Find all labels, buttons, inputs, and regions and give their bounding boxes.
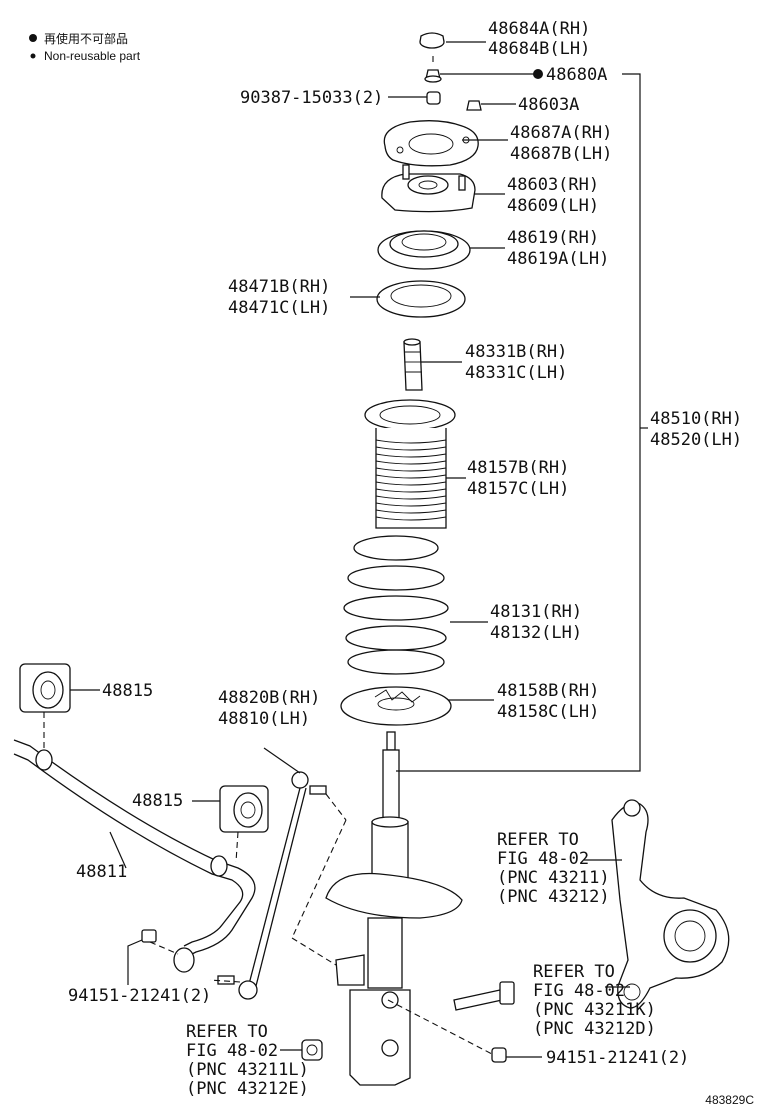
plate-48687-icon xyxy=(383,120,479,167)
lower-insulator-48158-icon xyxy=(340,686,452,726)
non-reusable-dot-icon xyxy=(30,53,36,59)
label-48815-lower[interactable]: 48815 xyxy=(132,791,183,811)
refer3-line2: FIG 48-02 xyxy=(186,1041,278,1061)
label-48687a[interactable]: 48687A(RH) xyxy=(510,123,612,143)
refer1-line3: (PNC 43211) xyxy=(497,868,610,888)
nut-94151-right-icon xyxy=(491,1047,507,1063)
label-48684b[interactable]: 48684B(LH) xyxy=(488,39,590,59)
part-labels: 48684A(RH) 48684B(LH) 48680A 90387-15033… xyxy=(68,19,742,1068)
refer-block-3[interactable]: REFER TO FIG 48-02 (PNC 43211L) (PNC 432… xyxy=(186,1022,309,1099)
nut-refer3-icon xyxy=(301,1039,323,1061)
label-48820b[interactable]: 48820B(RH) xyxy=(218,688,320,708)
legend-jp: 再使用不可部品 xyxy=(44,31,128,46)
label-94151-right[interactable]: 94151-21241(2) xyxy=(546,1048,689,1068)
figure-code: 483829C xyxy=(705,1093,754,1107)
label-48684a[interactable]: 48684A(RH) xyxy=(488,19,590,39)
label-48680a[interactable]: 48680A xyxy=(546,65,607,85)
dust-boot-48157-icon xyxy=(364,399,456,529)
bushing-48815-upper-icon xyxy=(19,663,71,713)
label-48158b[interactable]: 48158B(RH) xyxy=(497,681,599,701)
collar-90387-icon xyxy=(426,91,441,105)
knuckle-bolt-icon xyxy=(453,981,515,1011)
stabilizer-bar-48811-icon xyxy=(13,739,256,959)
label-48609[interactable]: 48609(LH) xyxy=(507,196,599,216)
legend: 再使用不可部品 Non-reusable part xyxy=(29,31,141,63)
label-48520[interactable]: 48520(LH) xyxy=(650,430,742,450)
support-48603-icon xyxy=(381,164,476,213)
coil-spring-48131-icon xyxy=(343,535,449,675)
label-48331c[interactable]: 48331C(LH) xyxy=(465,363,567,383)
bumper-48331-icon xyxy=(403,338,423,391)
shock-absorber-icon xyxy=(325,731,463,1086)
refer3-line1: REFER TO xyxy=(186,1022,268,1042)
label-48131[interactable]: 48131(RH) xyxy=(490,602,582,622)
bearing-48619-icon xyxy=(377,230,471,270)
label-48471b[interactable]: 48471B(RH) xyxy=(228,277,330,297)
refer1-line1: REFER TO xyxy=(497,830,579,850)
refer1-line2: FIG 48-02 xyxy=(497,849,589,869)
label-48471c[interactable]: 48471C(LH) xyxy=(228,298,330,318)
label-94151-left[interactable]: 94151-21241(2) xyxy=(68,986,211,1006)
stabilizer-link-48820-icon xyxy=(217,771,327,1000)
refer3-line3: (PNC 43211L) xyxy=(186,1060,309,1080)
label-48132[interactable]: 48132(LH) xyxy=(490,623,582,643)
label-48687b[interactable]: 48687B(LH) xyxy=(510,144,612,164)
label-48811[interactable]: 48811 xyxy=(76,862,127,882)
refer2-line1: REFER TO xyxy=(533,962,615,982)
nut-48603a-icon xyxy=(466,100,482,111)
refer2-line3: (PNC 43211K) xyxy=(533,1000,656,1020)
label-48510[interactable]: 48510(RH) xyxy=(650,409,742,429)
refer2-line2: FIG 48-02 xyxy=(533,981,625,1001)
label-48157c[interactable]: 48157C(LH) xyxy=(467,479,569,499)
legend-en: Non-reusable part xyxy=(44,49,141,63)
bushing-48815-lower-icon xyxy=(219,785,269,833)
label-48815-upper[interactable]: 48815 xyxy=(102,681,153,701)
leader-lines xyxy=(43,41,648,1058)
label-90387[interactable]: 90387-15033(2) xyxy=(240,88,383,108)
label-48603a[interactable]: 48603A xyxy=(518,95,579,115)
label-48158c[interactable]: 48158C(LH) xyxy=(497,702,599,722)
refer1-line4: (PNC 43212) xyxy=(497,887,610,907)
nut-48680a-icon xyxy=(424,69,442,83)
refer-block-1[interactable]: REFER TO FIG 48-02 (PNC 43211) (PNC 4321… xyxy=(497,830,610,907)
non-reusable-dot-icon xyxy=(29,34,37,42)
label-48157b[interactable]: 48157B(RH) xyxy=(467,458,569,478)
refer3-line4: (PNC 43212E) xyxy=(186,1079,309,1099)
refer2-line4: (PNC 43212D) xyxy=(533,1019,656,1039)
label-48331b[interactable]: 48331B(RH) xyxy=(465,342,567,362)
cap-48684-icon xyxy=(419,32,445,49)
label-48619[interactable]: 48619(RH) xyxy=(507,228,599,248)
label-48810[interactable]: 48810(LH) xyxy=(218,709,310,729)
steering-knuckle-icon xyxy=(611,799,730,1009)
refer-block-2[interactable]: REFER TO FIG 48-02 (PNC 43211K) (PNC 432… xyxy=(533,962,656,1039)
non-reusable-dot-icon xyxy=(533,69,543,79)
insulator-48471-icon xyxy=(376,280,466,318)
nut-94151-left-icon xyxy=(141,929,195,973)
label-48603[interactable]: 48603(RH) xyxy=(507,175,599,195)
label-48619a[interactable]: 48619A(LH) xyxy=(507,249,609,269)
